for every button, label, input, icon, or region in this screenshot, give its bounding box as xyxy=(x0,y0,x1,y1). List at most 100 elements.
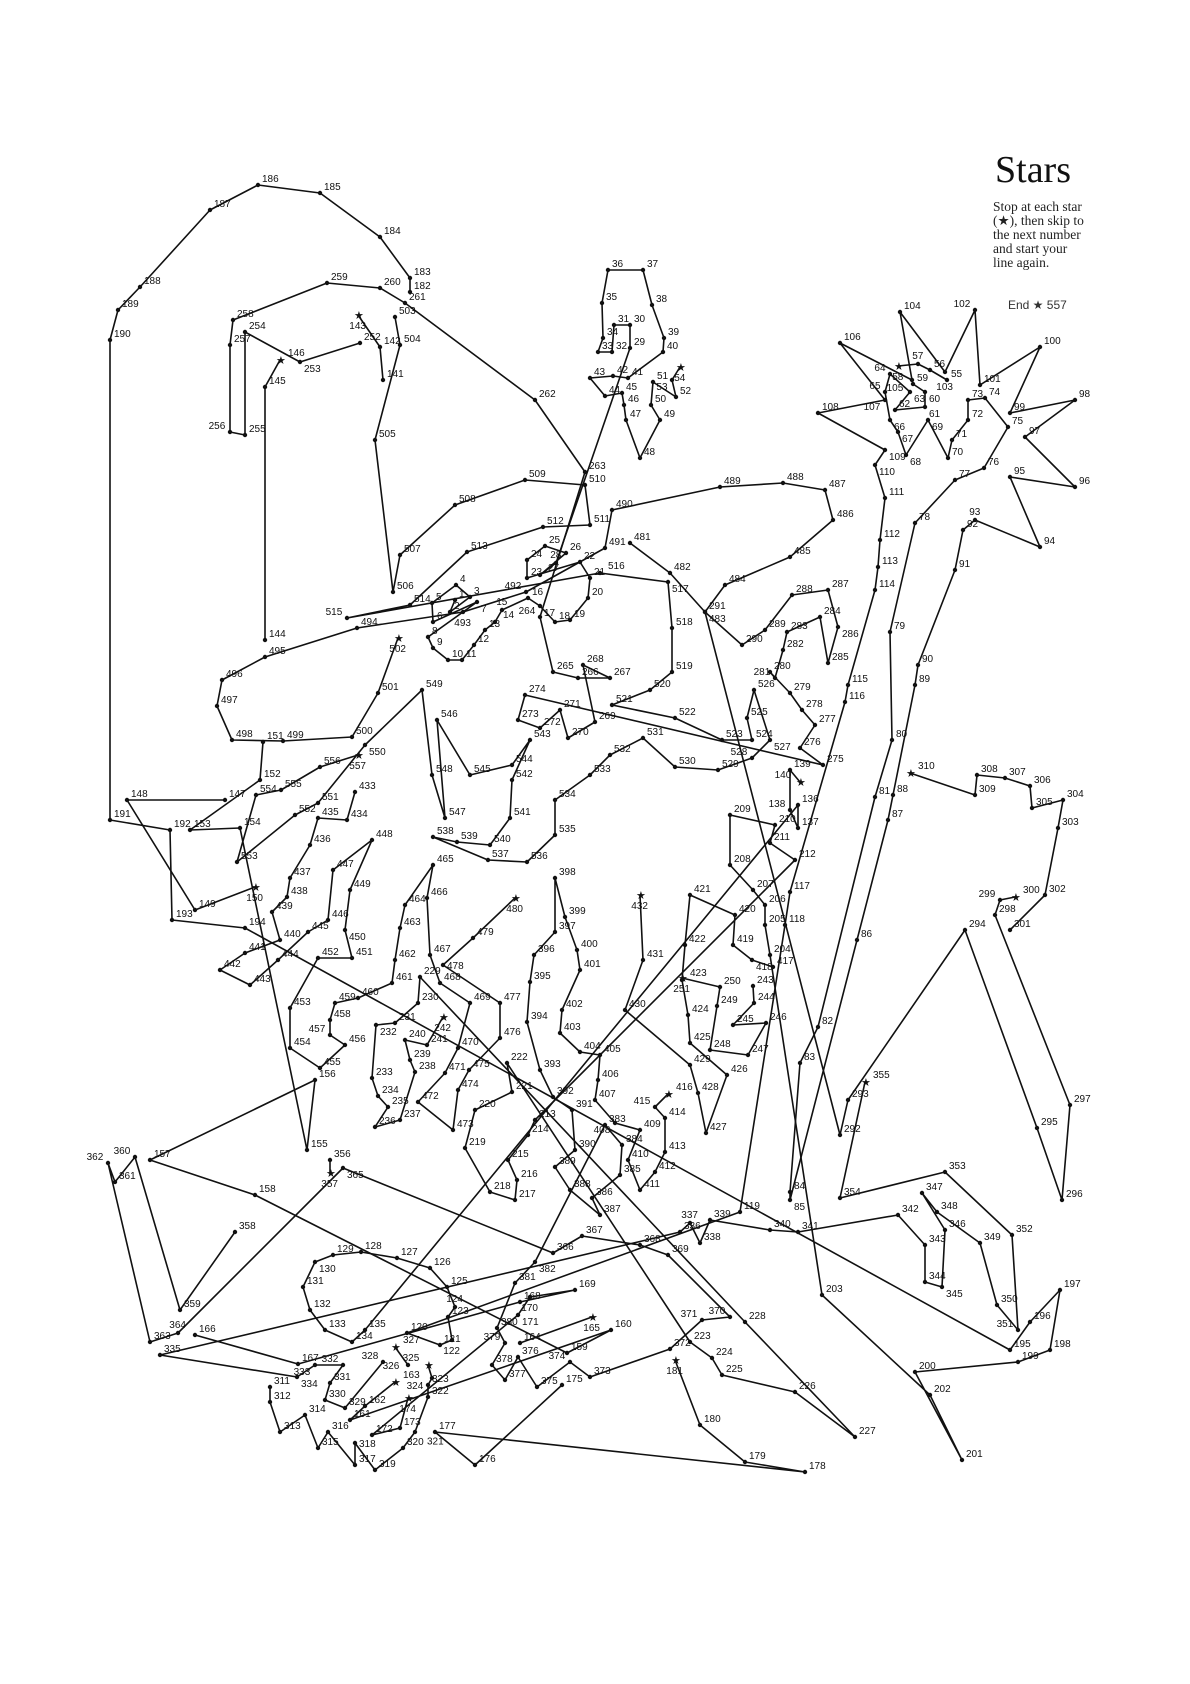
dot-number: 268 xyxy=(587,654,604,665)
dot-number: 33 xyxy=(602,341,614,352)
dot-number: 488 xyxy=(787,472,804,483)
dot-number: 351 xyxy=(997,1319,1014,1330)
dot-number: 385 xyxy=(624,1164,641,1175)
dot-number: 105 xyxy=(887,383,904,394)
dot-number: 497 xyxy=(221,695,238,706)
dot-number: 169 xyxy=(579,1279,596,1290)
dot xyxy=(430,645,436,651)
dot-number: 533 xyxy=(594,764,611,775)
dot-number: 518 xyxy=(676,617,693,628)
dot-number: 440 xyxy=(284,929,301,940)
dot xyxy=(563,550,569,556)
dot-number: 299 xyxy=(979,889,996,900)
dot xyxy=(472,1462,478,1468)
dot-number: 242 xyxy=(434,1023,451,1034)
dot xyxy=(509,777,515,783)
dot xyxy=(744,715,750,721)
dot-number: 135 xyxy=(369,1319,386,1330)
dot-number: 193 xyxy=(176,909,193,920)
dot-number: 89 xyxy=(919,674,931,685)
dot-number: 172 xyxy=(376,1424,393,1435)
dot xyxy=(485,857,491,863)
dot xyxy=(1029,805,1035,811)
dot-number: 341 xyxy=(802,1221,819,1232)
dot xyxy=(717,484,723,490)
dot-number: 41 xyxy=(632,367,644,378)
dot-number: 81 xyxy=(879,786,891,797)
dot xyxy=(974,772,980,778)
dot xyxy=(397,1117,403,1123)
dot-number: 320 xyxy=(407,1437,424,1448)
dot xyxy=(745,1052,751,1058)
dot xyxy=(287,875,293,881)
dot-number: 369 xyxy=(672,1244,689,1255)
dot-number: 115 xyxy=(852,674,868,685)
dot-number: 318 xyxy=(359,1439,376,1450)
dot-number: 3 xyxy=(474,586,480,597)
dot xyxy=(532,397,538,403)
dot xyxy=(369,1432,375,1438)
dot xyxy=(230,317,236,323)
dot xyxy=(912,520,918,526)
dot-number: 554 xyxy=(260,784,277,795)
dot xyxy=(763,1020,769,1026)
dot xyxy=(854,937,860,943)
dot xyxy=(385,1104,391,1110)
dot xyxy=(812,722,818,728)
dot xyxy=(727,862,733,868)
dot-number: 197 xyxy=(1064,1279,1081,1290)
dot xyxy=(137,284,143,290)
dot-number: 114 xyxy=(879,579,895,590)
dot xyxy=(569,1107,575,1113)
dot xyxy=(429,772,435,778)
dot xyxy=(992,912,998,918)
dot-number: 258 xyxy=(237,309,254,320)
dot xyxy=(344,817,350,823)
dot-number: 152 xyxy=(264,769,281,780)
dot xyxy=(232,1229,238,1235)
dot-number: 124 xyxy=(446,1294,463,1305)
dot xyxy=(802,1469,808,1475)
dot xyxy=(487,842,493,848)
dot-number: 106 xyxy=(844,332,861,343)
dot-number: 433 xyxy=(359,781,376,792)
dot xyxy=(362,742,368,748)
dot xyxy=(909,377,915,383)
dot-number: 542 xyxy=(516,769,533,780)
dot xyxy=(462,1145,468,1151)
dot-number: 113 xyxy=(882,556,898,567)
dot-number: 546 xyxy=(441,709,458,720)
dot-number: 116 xyxy=(849,691,865,702)
dot xyxy=(872,587,878,593)
dot-number: 92 xyxy=(967,519,979,530)
dot-number: 410 xyxy=(632,1149,649,1160)
dot-number: 492 xyxy=(505,581,522,592)
dot xyxy=(819,1292,825,1298)
dot-number: 444 xyxy=(282,949,299,960)
dot xyxy=(402,300,408,306)
dot xyxy=(504,1060,510,1066)
dot-number: 237 xyxy=(404,1109,421,1120)
dot-number: 34 xyxy=(607,327,619,338)
dot xyxy=(124,797,130,803)
dot-number: 219 xyxy=(469,1137,486,1148)
dot-number: 99 xyxy=(1014,402,1026,413)
dot-number: 171 xyxy=(522,1317,539,1328)
dot-number: 463 xyxy=(404,917,421,928)
dot-number: 189 xyxy=(122,299,139,310)
dot xyxy=(505,1157,511,1163)
dot xyxy=(284,894,290,900)
dot-number: 271 xyxy=(564,699,581,710)
dot-number: 516 xyxy=(608,561,625,572)
dot xyxy=(889,737,895,743)
dot-number: 489 xyxy=(724,476,741,487)
dot xyxy=(1057,1287,1063,1293)
dot-number: 232 xyxy=(380,1027,397,1038)
dot xyxy=(460,609,466,615)
dot-number: 319 xyxy=(379,1459,396,1470)
dot-number: 117 xyxy=(794,881,810,892)
dot xyxy=(977,1240,983,1246)
dot xyxy=(784,629,790,635)
dot-number: 513 xyxy=(471,541,488,552)
dot-number: 119 xyxy=(744,1201,760,1212)
